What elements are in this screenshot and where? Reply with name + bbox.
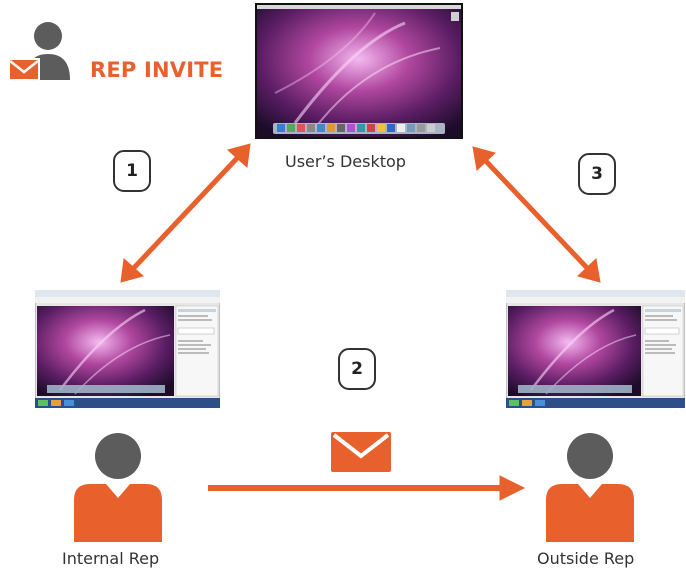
internal-rep-screenshot — [35, 290, 220, 408]
step-3-badge: 3 — [578, 153, 616, 195]
internal-rep-person-icon — [74, 433, 162, 542]
outside-rep-label: Outside Rep — [537, 549, 635, 568]
arrow-desktop-outside — [472, 146, 601, 283]
outside-rep-person-icon — [546, 433, 634, 542]
arrow-desktop-internal — [120, 143, 251, 283]
outside-rep-screenshot — [506, 290, 685, 408]
page-title: REP INVITE — [90, 58, 224, 82]
desktop-screenshot — [255, 3, 463, 139]
desktop-label: User’s Desktop — [285, 152, 406, 171]
user-envelope-icon — [8, 22, 70, 81]
step-1-badge: 1 — [113, 150, 151, 192]
arrow-internal-outside — [208, 475, 526, 501]
step-2-badge: 2 — [338, 348, 376, 390]
envelope-icon — [331, 432, 391, 472]
internal-rep-label: Internal Rep — [62, 549, 160, 568]
